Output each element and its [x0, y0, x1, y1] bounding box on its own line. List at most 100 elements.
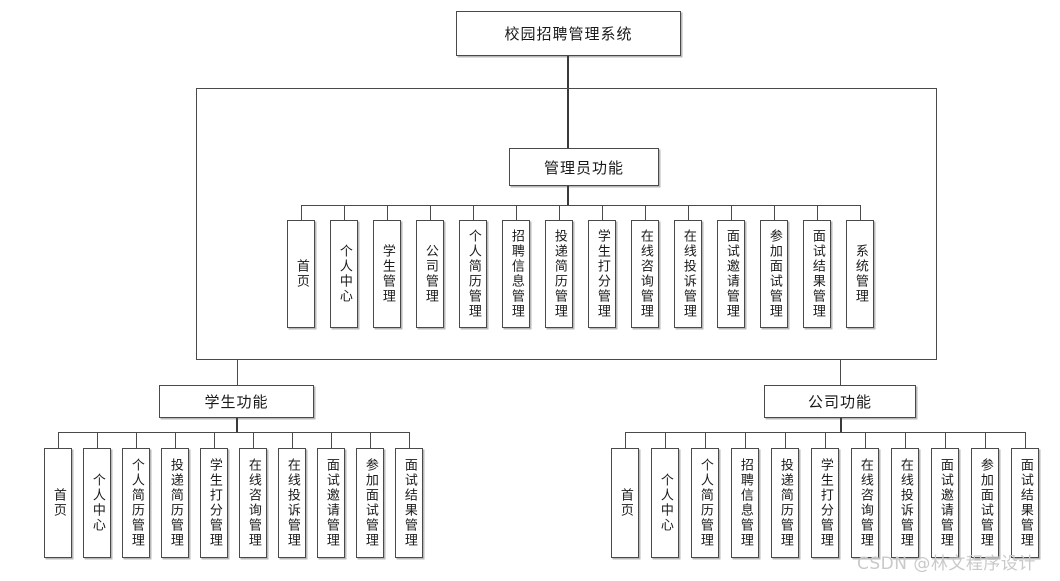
admin-leaf-label-3: 公司管理: [422, 244, 438, 304]
connector-root-to-frame: [567, 56, 569, 89]
student-connector-4: [214, 432, 215, 448]
student-connector-5: [253, 432, 254, 448]
company-connector-5: [825, 432, 826, 448]
admin-leaf-5[interactable]: 招聘信息管理: [502, 220, 530, 328]
company-leaf-2[interactable]: 个人简历管理: [691, 448, 719, 558]
student-leaf-label-8: 参加面试管理: [362, 458, 378, 548]
admin-leaf-4[interactable]: 个人简历管理: [459, 220, 487, 328]
company-leaf-5[interactable]: 学生打分管理: [811, 448, 839, 558]
student-connector-7: [331, 432, 332, 448]
admin-connector-4: [473, 205, 474, 220]
admin-connector-11: [774, 205, 775, 220]
admin-connector-1: [344, 205, 345, 220]
company-leaf-7[interactable]: 在线投诉管理: [891, 448, 919, 558]
admin-leaf-label-5: 招聘信息管理: [508, 229, 524, 319]
student-leaf-5[interactable]: 在线咨询管理: [239, 448, 267, 558]
student-leaf-0[interactable]: 首页: [44, 448, 72, 558]
company-connector-6: [865, 432, 866, 448]
admin-leaf-6[interactable]: 投递简历管理: [545, 220, 573, 328]
admin-leaf-12[interactable]: 面试结果管理: [803, 220, 831, 328]
company-connector-8: [945, 432, 946, 448]
admin-leaf-7[interactable]: 学生打分管理: [588, 220, 616, 328]
student-leaf-3[interactable]: 投递简历管理: [161, 448, 189, 558]
admin-leaf-label-12: 面试结果管理: [809, 229, 825, 319]
student-leaf-label-2: 个人简历管理: [128, 458, 144, 548]
admin-leaf-label-2: 学生管理: [379, 244, 395, 304]
admin-leaf-10[interactable]: 面试邀请管理: [717, 220, 745, 328]
student-leaf-label-6: 在线投诉管理: [284, 458, 300, 548]
admin-leaf-8[interactable]: 在线咨询管理: [631, 220, 659, 328]
branch-node-admin[interactable]: 管理员功能: [509, 148, 659, 186]
admin-connector-6: [559, 205, 560, 220]
company-leaf-label-2: 个人简历管理: [697, 458, 713, 548]
company-leaf-label-5: 学生打分管理: [817, 458, 833, 548]
company-connector-3: [745, 432, 746, 448]
company-leaf-9[interactable]: 参加面试管理: [971, 448, 999, 558]
company-leaf-label-0: 首页: [617, 488, 633, 518]
company-leaf-1[interactable]: 个人中心: [651, 448, 679, 558]
admin-leaf-9[interactable]: 在线投诉管理: [674, 220, 702, 328]
admin-connector-13: [860, 205, 861, 220]
admin-leaf-label-8: 在线咨询管理: [637, 229, 653, 319]
admin-leaf-13[interactable]: 系统管理: [846, 220, 874, 328]
connector-frame-to-company: [840, 360, 841, 386]
admin-leaf-1[interactable]: 个人中心: [330, 220, 358, 328]
student-connector-1: [97, 432, 98, 448]
company-connector-4: [785, 432, 786, 448]
admin-leaf-label-6: 投递简历管理: [551, 229, 567, 319]
student-leaf-label-3: 投递简历管理: [167, 458, 183, 548]
student-leaf-label-4: 学生打分管理: [206, 458, 222, 548]
student-leaf-label-7: 面试邀请管理: [323, 458, 339, 548]
student-leaf-8[interactable]: 参加面试管理: [356, 448, 384, 558]
company-leaf-8[interactable]: 面试邀请管理: [931, 448, 959, 558]
admin-leaf-3[interactable]: 公司管理: [416, 220, 444, 328]
student-leaf-6[interactable]: 在线投诉管理: [278, 448, 306, 558]
branch-node-company[interactable]: 公司功能: [764, 385, 916, 418]
student-leaf-2[interactable]: 个人简历管理: [122, 448, 150, 558]
company-connector-9: [985, 432, 986, 448]
company-leaf-6[interactable]: 在线咨询管理: [851, 448, 879, 558]
student-leaf-7[interactable]: 面试邀请管理: [317, 448, 345, 558]
company-leaf-3[interactable]: 招聘信息管理: [731, 448, 759, 558]
company-leaf-label-1: 个人中心: [657, 473, 673, 533]
company-leaf-0[interactable]: 首页: [611, 448, 639, 558]
company-leaf-label-3: 招聘信息管理: [737, 458, 753, 548]
company-leaf-label-8: 面试邀请管理: [937, 458, 953, 548]
company-connector-10: [1025, 432, 1026, 448]
student-leaf-1[interactable]: 个人中心: [83, 448, 111, 558]
student-connector-9: [409, 432, 410, 448]
admin-leaf-0[interactable]: 首页: [287, 220, 315, 328]
root-node-system-title[interactable]: 校园招聘管理系统: [456, 11, 681, 56]
company-leaf-4[interactable]: 投递简历管理: [771, 448, 799, 558]
admin-leaf-2[interactable]: 学生管理: [373, 220, 401, 328]
admin-connector-12: [817, 205, 818, 220]
student-leaf-4[interactable]: 学生打分管理: [200, 448, 228, 558]
student-leaf-9[interactable]: 面试结果管理: [395, 448, 423, 558]
admin-connector-2: [387, 205, 388, 220]
admin-leaf-label-11: 参加面试管理: [766, 229, 782, 319]
company-connector-0: [625, 432, 626, 448]
admin-connector-8: [645, 205, 646, 220]
student-leaf-label-9: 面试结果管理: [401, 458, 417, 548]
company-leaf-label-10: 面试结果管理: [1017, 458, 1033, 548]
connector-admin-to-bus: [567, 186, 569, 206]
admin-connector-7: [602, 205, 603, 220]
student-connector-8: [370, 432, 371, 448]
student-connector-3: [175, 432, 176, 448]
admin-connector-0: [301, 205, 302, 220]
connector-student-to-bus: [236, 418, 238, 433]
company-leaf-label-9: 参加面试管理: [977, 458, 993, 548]
student-bus-line: [58, 432, 409, 433]
admin-leaf-label-7: 学生打分管理: [594, 229, 610, 319]
admin-section-frame: [196, 88, 937, 360]
admin-leaf-11[interactable]: 参加面试管理: [760, 220, 788, 328]
company-leaf-label-4: 投递简历管理: [777, 458, 793, 548]
admin-connector-10: [731, 205, 732, 220]
company-leaf-10[interactable]: 面试结果管理: [1011, 448, 1039, 558]
company-connector-7: [905, 432, 906, 448]
branch-node-student[interactable]: 学生功能: [159, 385, 314, 418]
admin-leaf-label-4: 个人简历管理: [465, 229, 481, 319]
student-leaf-label-0: 首页: [50, 488, 66, 518]
student-connector-2: [136, 432, 137, 448]
